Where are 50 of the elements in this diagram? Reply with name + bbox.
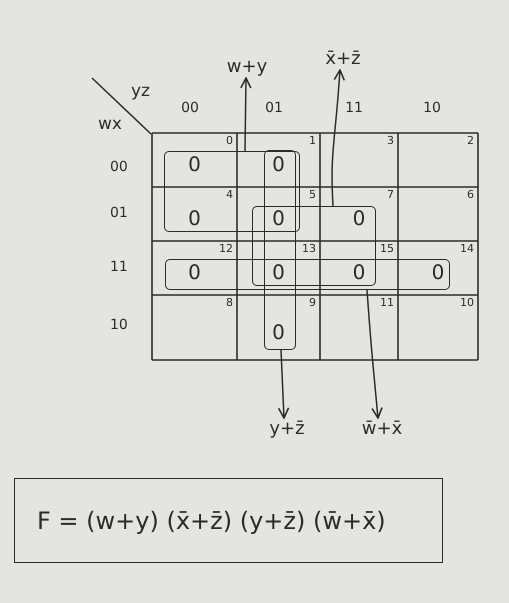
minterm-number: 8 (226, 297, 233, 309)
minterm-number: 11 (380, 297, 394, 309)
minterm-number: 6 (467, 189, 474, 201)
minterm-number: 15 (380, 243, 394, 255)
minterm-number: 13 (302, 243, 316, 255)
cell-value: 0 (352, 262, 366, 282)
cell-value: 0 (272, 154, 285, 174)
minterm-number: 14 (460, 243, 474, 255)
cell-value: 0 (272, 322, 285, 342)
row-header: 00 (110, 160, 128, 175)
column-header: 11 (345, 101, 363, 116)
formula-text: F = (w+y) (x̄+z̄) (y+z̄) (w̄+x̄) (37, 506, 386, 536)
formula-box (14, 478, 443, 563)
minterm-number: 4 (226, 189, 233, 201)
group-loop (264, 150, 296, 350)
cell-value: 0 (188, 262, 201, 282)
term-label: x̄+z̄ (323, 48, 363, 70)
group-loop (165, 259, 450, 290)
row-header: 10 (110, 318, 128, 333)
minterm-number: 7 (387, 189, 394, 201)
minterm-number: 0 (226, 135, 233, 147)
column-header: 00 (181, 101, 199, 116)
minterm-number: 2 (467, 135, 474, 147)
term-label: y+z̄ (267, 418, 307, 440)
arrow (366, 290, 383, 419)
arrow (331, 69, 346, 206)
row-header: 01 (110, 206, 128, 221)
arrow (278, 350, 290, 419)
minterm-number: 10 (460, 297, 474, 309)
minterm-number: 3 (387, 135, 394, 147)
cell-value: 0 (188, 154, 201, 174)
row-header: 11 (110, 260, 128, 275)
minterm-number: 9 (309, 297, 316, 309)
term-label: w+y (224, 56, 270, 78)
minterm-number: 12 (219, 243, 233, 255)
minterm-number: 5 (309, 189, 316, 201)
column-header: 10 (423, 101, 441, 116)
arrow (240, 77, 252, 152)
axis-variable-label: yz (131, 82, 150, 100)
term-label: w̄+x̄ (360, 418, 404, 440)
column-header: 01 (265, 101, 283, 116)
cell-value: 0 (272, 208, 285, 228)
group-loop (252, 206, 376, 286)
cell-value: 0 (352, 208, 366, 228)
minterm-number: 1 (309, 135, 316, 147)
cell-value: 0 (188, 208, 201, 228)
cell-value: 0 (272, 262, 285, 282)
group-loop (164, 151, 300, 232)
cell-value: 0 (432, 262, 444, 282)
axis-variable-label: wx (98, 115, 122, 133)
